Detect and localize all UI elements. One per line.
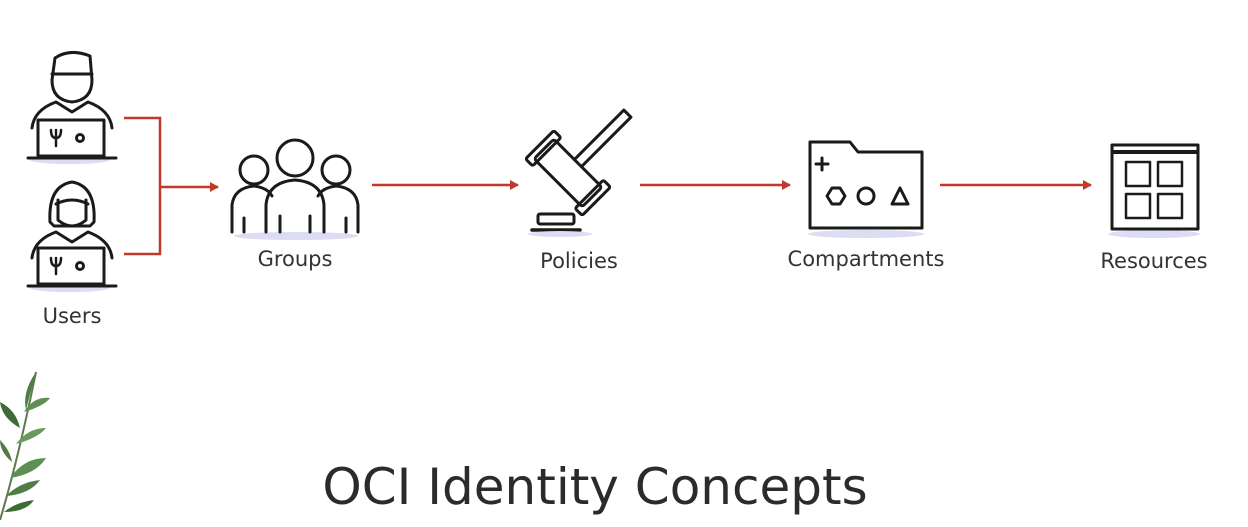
folder-shapes-icon — [808, 140, 924, 238]
user-female-laptop-icon — [26, 180, 118, 292]
policies-label: Policies — [540, 249, 618, 273]
users-bracket-connector — [124, 116, 219, 256]
diagram-title: OCI Identity Concepts — [322, 458, 868, 516]
compartments-label: Compartments — [787, 247, 945, 271]
leaf-decoration — [0, 371, 50, 521]
group-icon — [230, 138, 360, 240]
gavel-icon — [524, 108, 633, 237]
users-label: Users — [42, 304, 102, 328]
user-male-laptop-icon — [26, 51, 118, 164]
grid-window-icon — [1108, 143, 1200, 238]
groups-label: Groups — [257, 247, 333, 271]
resources-label: Resources — [1100, 249, 1208, 273]
